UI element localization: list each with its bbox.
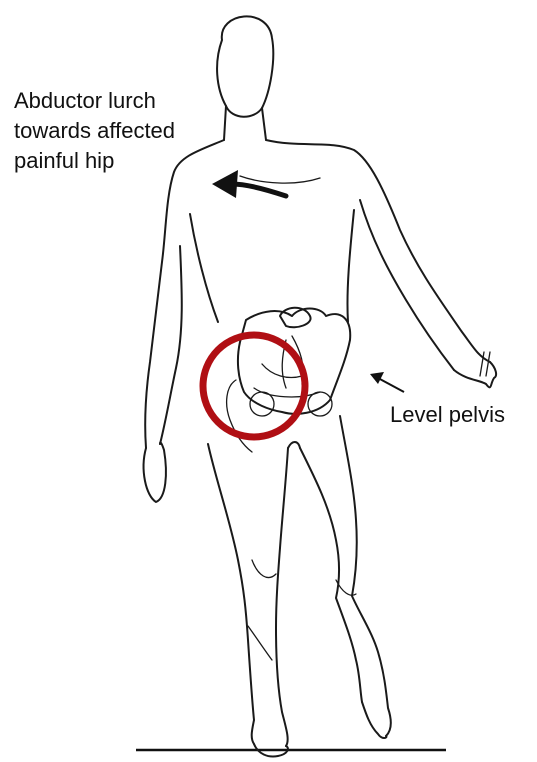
abductor-lurch-line-1: Abductor lurch <box>14 86 175 116</box>
level-pelvis-label: Level pelvis <box>390 400 505 430</box>
torso <box>144 140 496 502</box>
legs <box>208 416 391 757</box>
lurch-arrow <box>212 170 286 198</box>
abductor-lurch-label: Abductor lurch towards affected painful … <box>14 86 175 176</box>
pelvis <box>227 308 351 452</box>
pelvis-pointer-arrow <box>370 372 404 392</box>
abductor-lurch-line-2: towards affected <box>14 116 175 146</box>
abductor-lurch-line-3: painful hip <box>14 146 175 176</box>
affected-hip-highlight <box>203 335 305 437</box>
head <box>217 16 273 140</box>
